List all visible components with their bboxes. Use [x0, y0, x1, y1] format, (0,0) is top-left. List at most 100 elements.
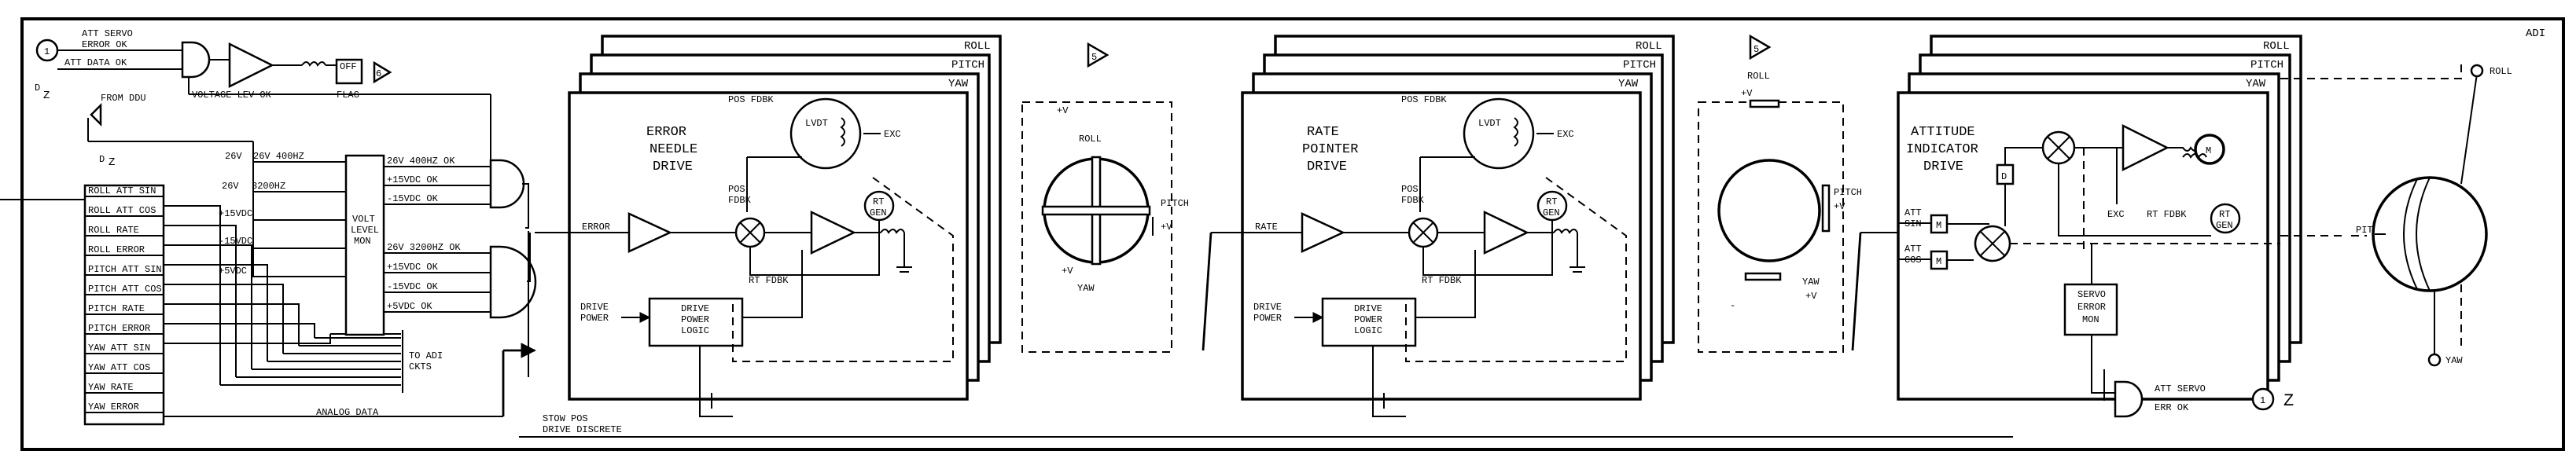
flag-box — [335, 58, 363, 85]
power-monitor-section: 1 D Z ATT SERVO ERROR OK ATT DATA OK OFF… — [0, 28, 2013, 438]
svg-text:GEN: GEN — [2216, 220, 2233, 231]
v26-400-label: 26V — [225, 151, 242, 162]
svg-text:YAW RATE: YAW RATE — [88, 382, 134, 393]
and-gate-2 — [489, 159, 525, 209]
svg-text:ROLL ATT COS: ROLL ATT COS — [88, 205, 156, 216]
svg-text:+V: +V — [1741, 88, 1753, 99]
power-amp-3 — [2122, 123, 2169, 172]
svg-text:YAW: YAW — [1077, 283, 1095, 294]
svg-text:ROLL: ROLL — [1636, 40, 1662, 53]
power-amp-2 — [1483, 211, 1529, 255]
note-5-flag-2 — [1749, 34, 1772, 60]
svg-text:PITCH: PITCH — [2250, 59, 2283, 72]
signal-list: ROLL ATT SIN ROLL ATT COS ROLL RATE ROLL… — [88, 185, 162, 412]
svg-text:26V 3200HZ OK: 26V 3200HZ OK — [387, 242, 461, 253]
svg-text:YAW: YAW — [2246, 78, 2266, 90]
volt-level-mon-box — [344, 154, 385, 336]
rate-indicator: 5 ROLL +V PITCH +V YAW +V - — [1698, 34, 1862, 353]
svg-text:GEN: GEN — [1543, 207, 1560, 218]
svg-text:-15VDC OK: -15VDC OK — [387, 281, 439, 292]
lvdt-2 — [1463, 97, 1535, 170]
motor-m — [2194, 134, 2225, 165]
svg-text:26V 400HZ OK: 26V 400HZ OK — [387, 156, 455, 167]
svg-text:26V 400HZ: 26V 400HZ — [253, 151, 304, 162]
svg-text:DRIVE: DRIVE — [681, 303, 709, 314]
note-6-flag — [373, 60, 392, 84]
svg-text:EXC: EXC — [884, 129, 901, 140]
note-5-flag-1 — [1087, 42, 1110, 68]
svg-text:DRIVE: DRIVE — [653, 160, 693, 174]
from-ddu-label: FROM DDU — [101, 93, 146, 104]
svg-text:ATTITUDE: ATTITUDE — [1911, 125, 1975, 140]
svg-text:+V: +V — [1057, 105, 1069, 116]
servo-error-mon — [2063, 283, 2118, 336]
svg-text:EXC: EXC — [1557, 129, 1574, 140]
m15-label: -15VDC — [219, 236, 252, 247]
svg-text:POINTER: POINTER — [1302, 142, 1358, 157]
svg-text:DRIVE: DRIVE — [1354, 303, 1382, 314]
svg-text:26V: 26V — [222, 181, 239, 192]
svg-text:5: 5 — [1754, 44, 1759, 55]
svg-text:YAW: YAW — [1802, 277, 1820, 288]
svg-text:PITCH: PITCH — [1623, 59, 1656, 72]
tab-pitch-1: PITCH — [951, 59, 984, 72]
svg-text:YAW ERROR: YAW ERROR — [88, 402, 139, 412]
svg-text:ROLL RATE: ROLL RATE — [88, 225, 139, 236]
svg-text:+5VDC OK: +5VDC OK — [387, 301, 432, 312]
svg-text:SERVO: SERVO — [2077, 289, 2106, 300]
svg-text:ATT: ATT — [1904, 207, 1922, 218]
svg-text:+V: +V — [1805, 291, 1817, 302]
svg-text:-: - — [1730, 300, 1735, 311]
svg-text:D: D — [99, 154, 105, 165]
note-1-label: 1 — [44, 46, 50, 57]
svg-text:ERR OK: ERR OK — [2155, 402, 2189, 413]
attitude-indicator-drive: ROLL PITCH YAW ATTITUDE INDICATOR DRIVE … — [1851, 35, 2302, 418]
flag-off-label: OFF — [340, 61, 357, 72]
svg-text:D: D — [2001, 171, 2007, 182]
signal-bus — [83, 184, 165, 426]
svg-text:M: M — [1936, 256, 1941, 267]
adi-ball: PITCH ROLL YAW — [2280, 63, 2512, 367]
svg-text:RT: RT — [873, 196, 884, 207]
power-amp-1 — [810, 211, 856, 255]
svg-text:POS FDBK: POS FDBK — [1401, 94, 1447, 105]
svg-text:RT FDBK: RT FDBK — [1422, 275, 1462, 286]
svg-text:ERROR: ERROR — [2077, 302, 2106, 313]
svg-text:ATT SERVO: ATT SERVO — [2155, 383, 2206, 394]
svg-text:POWER: POWER — [1354, 314, 1382, 325]
svg-text:LEVEL: LEVEL — [351, 225, 379, 236]
svg-text:PITCH: PITCH — [1161, 198, 1189, 209]
svg-text:LVDT: LVDT — [805, 118, 828, 129]
needle-indicator: 5 ROLL +V PITCH +V YAW +V — [1021, 42, 1189, 353]
p15-label: +15VDC — [219, 208, 252, 219]
svg-text:PITCH ATT COS: PITCH ATT COS — [88, 284, 162, 295]
rate-pointer-drive: ROLL PITCH YAW RATE POINTER DRIVE RATE P… — [1202, 35, 1675, 417]
att-data-ok-label: ATT DATA OK — [64, 57, 127, 68]
error-amp-1 — [627, 212, 672, 253]
svg-text:+15VDC OK: +15VDC OK — [387, 262, 439, 273]
svg-text:M: M — [1936, 220, 1941, 231]
sheet-id: ADI — [2526, 28, 2545, 40]
att-servo-error-ok-label-2: ERROR OK — [82, 39, 127, 50]
drive-power-logic-1 — [648, 297, 744, 347]
z-output: Z — [2283, 391, 2294, 411]
svg-text:ERROR: ERROR — [646, 125, 686, 140]
svg-text:POWER: POWER — [1253, 313, 1282, 324]
drive-power-logic-2 — [1321, 297, 1417, 347]
sheet-frame — [20, 17, 2565, 451]
p5-label: +5VDC — [219, 266, 247, 277]
svg-text:POWER: POWER — [681, 314, 709, 325]
attitude-sphere — [2372, 176, 2488, 292]
svg-text:VOLT: VOLT — [352, 214, 375, 225]
svg-text:YAW ATT COS: YAW ATT COS — [88, 362, 150, 373]
svg-text:RATE: RATE — [1307, 125, 1339, 140]
svg-text:RATE: RATE — [1255, 222, 1278, 233]
svg-text:ERROR: ERROR — [582, 222, 610, 233]
svg-text:MON: MON — [354, 236, 371, 247]
svg-text:6: 6 — [376, 68, 381, 79]
svg-text:+V: +V — [1834, 201, 1846, 212]
svg-text:-15VDC OK: -15VDC OK — [387, 193, 439, 204]
svg-text:INDICATOR: INDICATOR — [1906, 142, 1978, 157]
yaw-terminal — [2427, 353, 2442, 367]
svg-text:FDBK: FDBK — [728, 195, 752, 206]
